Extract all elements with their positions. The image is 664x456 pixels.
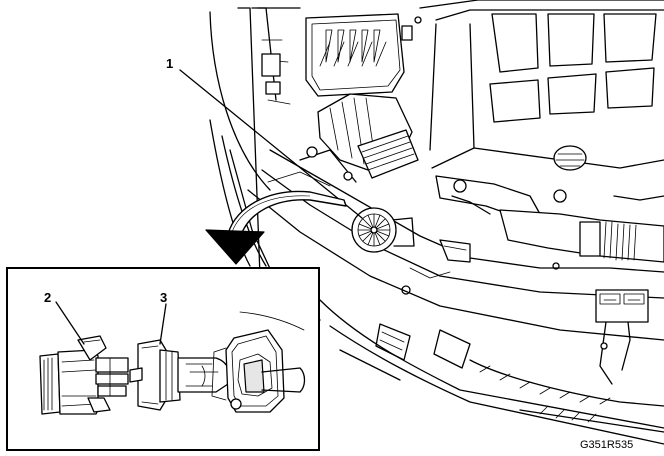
callout-1-label: 1 (166, 56, 173, 71)
intake-duct (299, 93, 419, 183)
callout-2-label: 2 (44, 290, 51, 305)
callout-3-label: 3 (160, 290, 167, 305)
radiator-support (237, 7, 301, 331)
callout-3-leader (159, 303, 167, 345)
air-filter-box (305, 13, 422, 97)
callout-2-leader (55, 301, 85, 345)
engine-cover (419, 0, 664, 171)
figure-code: G351R535 (580, 439, 633, 451)
headlamp-reflector-opening (211, 311, 306, 413)
engine-bay-illustration (209, 0, 664, 445)
coolant-hoses (435, 175, 664, 263)
callout-1-leader (179, 69, 363, 219)
bulb-access-cover (351, 207, 397, 253)
wiring-connector (595, 289, 649, 385)
detail-inset (6, 267, 320, 451)
front-fascia (319, 299, 664, 445)
curved-arrow-icon (205, 190, 347, 265)
bulb-socket (39, 335, 129, 415)
halogen-bulb (129, 339, 231, 411)
